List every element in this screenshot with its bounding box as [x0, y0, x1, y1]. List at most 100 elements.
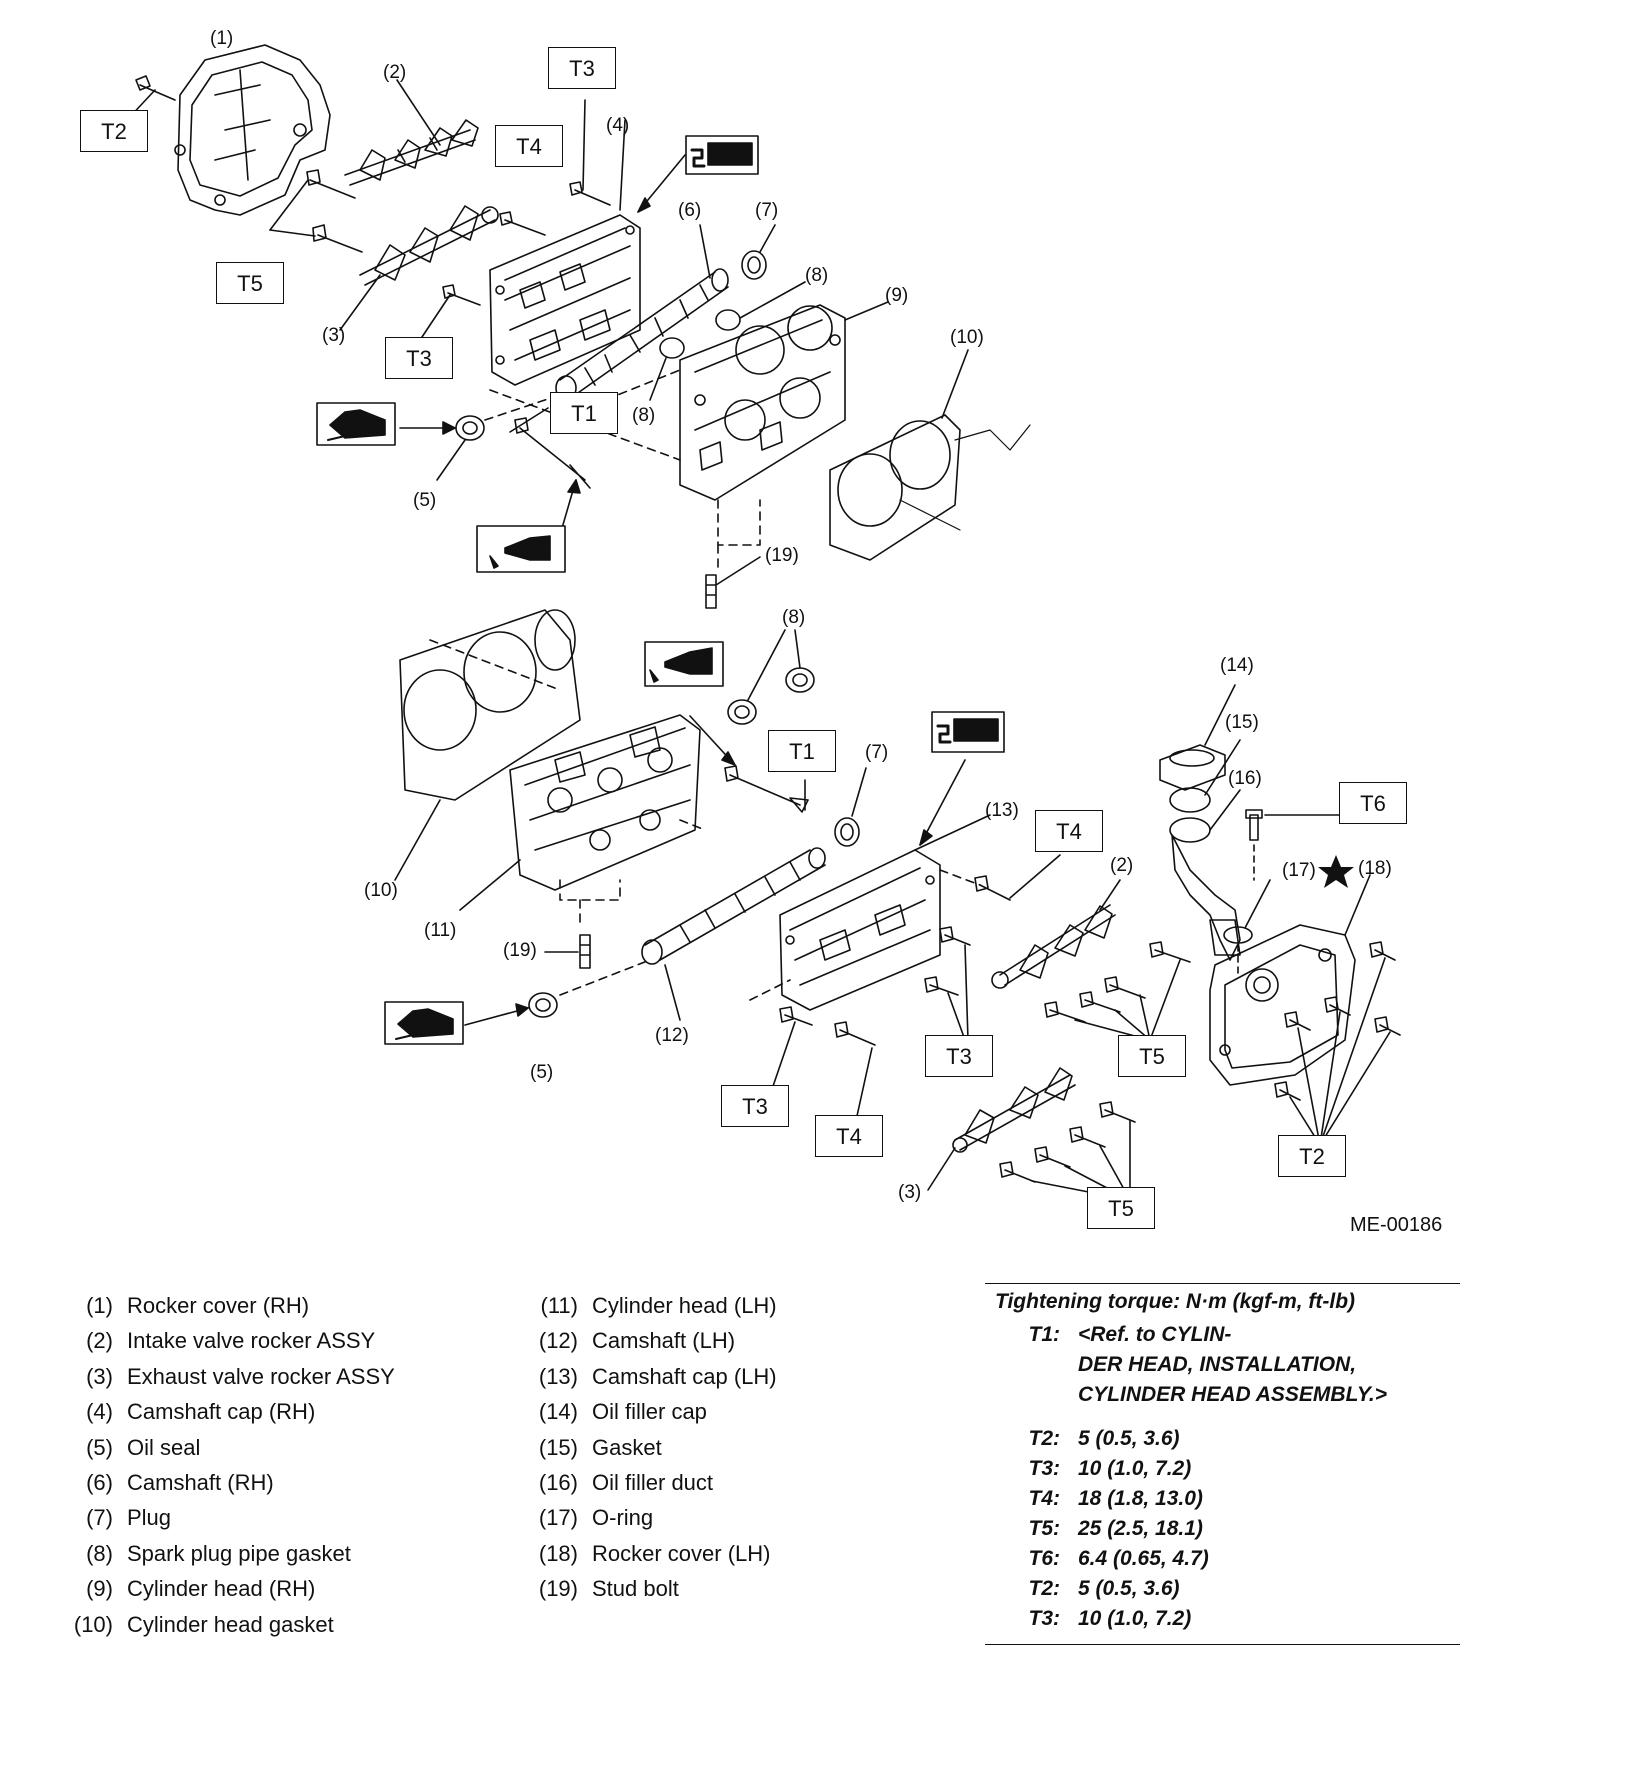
torque-box-t1: T1	[550, 392, 618, 434]
legend-number: (6)	[86, 1469, 113, 1495]
parts-legend-left: (1)Rocker cover (RH) (2) Intake valve rock…	[55, 1288, 395, 1642]
exhaust-rocker-part-lower	[952, 1067, 1076, 1153]
torque-box-t3: T3	[548, 47, 616, 89]
torque-box-t3: T3	[385, 337, 453, 379]
legend-item: (10) Cylinder head gasket	[55, 1607, 395, 1642]
torque-reference-line: <Ref. to CYLIN-	[1078, 1323, 1232, 1346]
legend-item: (8)Spark plug pipe gasket	[55, 1536, 395, 1571]
legend-number: (16)	[538, 1469, 578, 1495]
legend-label: Camshaft cap (RH)	[127, 1399, 316, 1425]
callout-3: (3)	[322, 325, 346, 346]
legend-number: (17)	[538, 1505, 578, 1531]
intake-rocker-part-lower	[991, 904, 1116, 989]
callout-13: (13)	[985, 800, 1019, 821]
legend-number: (7)	[86, 1505, 113, 1531]
legend-label: Rocker cover (LH)	[592, 1540, 771, 1566]
legend-item: (19) Stud bolt	[520, 1571, 777, 1606]
torque-box-t2: T2	[1278, 1135, 1346, 1177]
legend-label: Cylinder head (LH)	[592, 1293, 777, 1318]
camshaft-cap-lh-part	[779, 849, 941, 1011]
torque-row: T4:18 (1.8, 13.0)	[985, 1484, 1460, 1514]
legend-label: Camshaft (RH)	[127, 1469, 274, 1495]
legend-label: Camshaft cap (LH)	[592, 1363, 777, 1389]
callout-3: (3)	[898, 1182, 922, 1203]
oil-seal-part-top	[455, 415, 485, 441]
torque-key: T3:	[1028, 1607, 1061, 1630]
legend-label: Cylinder head (RH)	[127, 1576, 316, 1602]
torque-box-t5: T5	[216, 262, 284, 304]
torque-box-t3: T3	[721, 1085, 789, 1127]
callout-11: (11)	[424, 920, 457, 941]
legend-label: Oil seal	[127, 1434, 201, 1460]
callout-6: (6)	[678, 200, 702, 221]
legend-item: (11) Cylinder head (LH)	[520, 1288, 777, 1323]
camshaft-cap-rh-part	[489, 214, 641, 386]
torque-value: 5 (0.5, 3.6)	[1078, 1427, 1180, 1450]
legend-label: Oil filler duct	[592, 1469, 714, 1495]
o-ring-part	[1223, 926, 1253, 944]
legend-label: Intake valve rocker ASSY	[127, 1328, 376, 1354]
torque-value: 10 (1.0, 7.2)	[1078, 1457, 1192, 1480]
callout-8: (8)	[632, 405, 656, 426]
torque-reference-line: CYLINDER HEAD ASSEMBLY.>	[1078, 1383, 1388, 1406]
torque-box-t4: T4	[815, 1115, 883, 1157]
rocker-cover-rh-part	[174, 44, 331, 216]
legend-item: (15)Gasket	[520, 1430, 777, 1465]
legend-item: (6) Camshaft (RH)	[55, 1465, 395, 1500]
legend-item: (7)Plug	[55, 1500, 395, 1535]
torque-row: T2:5 (0.5, 3.6)	[985, 1574, 1460, 1604]
callout-5: (5)	[413, 490, 437, 511]
legend-label: Cylinder head gasket	[127, 1611, 334, 1637]
tightening-torque-table: Tightening torque: N·m (kgf-m, ft-lb) T1…	[985, 1283, 1460, 1645]
grease-icon	[316, 402, 396, 446]
parts-legend-right: (11)Cylinder head (LH)(12)Camshaft (LH)(…	[520, 1288, 777, 1607]
legend-number: (11)	[540, 1293, 579, 1318]
legend-number: (2)	[86, 1328, 113, 1354]
legend-label: Rocker cover (RH)	[127, 1293, 310, 1318]
torque-value: 25 (2.5, 18.1)	[1078, 1517, 1203, 1540]
torque-table-header: Tightening torque: N·m (kgf-m, ft-lb)	[995, 1290, 1356, 1313]
figure-code: ME-00186	[1350, 1214, 1443, 1236]
cylinder-head-gasket-lh-part	[399, 609, 581, 801]
torque-key: T5:	[1028, 1517, 1061, 1540]
legend-label: Stud bolt	[592, 1576, 679, 1602]
torque-key: T1:	[1028, 1323, 1061, 1346]
gasket-part	[1169, 787, 1211, 813]
exhaust-rocker-part-top	[359, 205, 499, 286]
stud-bolt-part-lower	[579, 934, 591, 969]
callout-10: (10)	[364, 880, 398, 901]
oil-can-icon	[644, 641, 724, 687]
torque-value: 18 (1.8, 13.0)	[1078, 1487, 1203, 1510]
legend-number: (19)	[538, 1576, 578, 1602]
torque-box-t3: T3	[925, 1035, 993, 1077]
legend-label: Oil filler cap	[592, 1399, 707, 1425]
legend-item: (2) Intake valve rocker ASSY	[55, 1323, 395, 1358]
torque-value: 10 (1.0, 7.2)	[1078, 1607, 1192, 1630]
callout-1: (1)	[210, 28, 234, 49]
torque-row: T3: 10 (1.0, 7.2)	[985, 1604, 1460, 1634]
legend-item: (9) Cylinder head (RH)	[55, 1571, 395, 1606]
legend-number: (4)	[86, 1399, 113, 1425]
torque-key: T2:	[1028, 1427, 1061, 1450]
legend-item: (13)Camshaft cap (LH)	[520, 1359, 777, 1394]
torque-reference-line: DER HEAD, INSTALLATION,	[1078, 1353, 1357, 1376]
callout-8: (8)	[782, 607, 806, 628]
torque-row: T5: 25 (2.5, 18.1)	[985, 1514, 1460, 1544]
callout-12: (12)	[655, 1025, 689, 1046]
legend-label: O-ring	[592, 1505, 654, 1531]
legend-number: (15)	[538, 1434, 578, 1460]
legend-number: (10)	[73, 1611, 113, 1637]
intake-rocker-part-top	[344, 119, 479, 186]
cylinder-head-rh-part	[679, 304, 846, 501]
liquid-gasket-icon	[931, 711, 1005, 753]
torque-key: T6:	[1028, 1547, 1061, 1570]
legend-item: (1)Rocker cover (RH)	[55, 1288, 395, 1323]
callout-2: (2)	[1110, 855, 1134, 876]
bolt-part	[135, 75, 176, 101]
torque-box-t5: T5	[1087, 1187, 1155, 1229]
torque-value: 5 (0.5, 3.6)	[1078, 1577, 1180, 1600]
legend-number: (8)	[86, 1540, 113, 1566]
rocker-cover-lh-part	[1209, 924, 1356, 1086]
legend-number: (9)	[86, 1576, 113, 1602]
torque-row: T6:6.4 (0.65, 4.7)	[985, 1544, 1460, 1574]
